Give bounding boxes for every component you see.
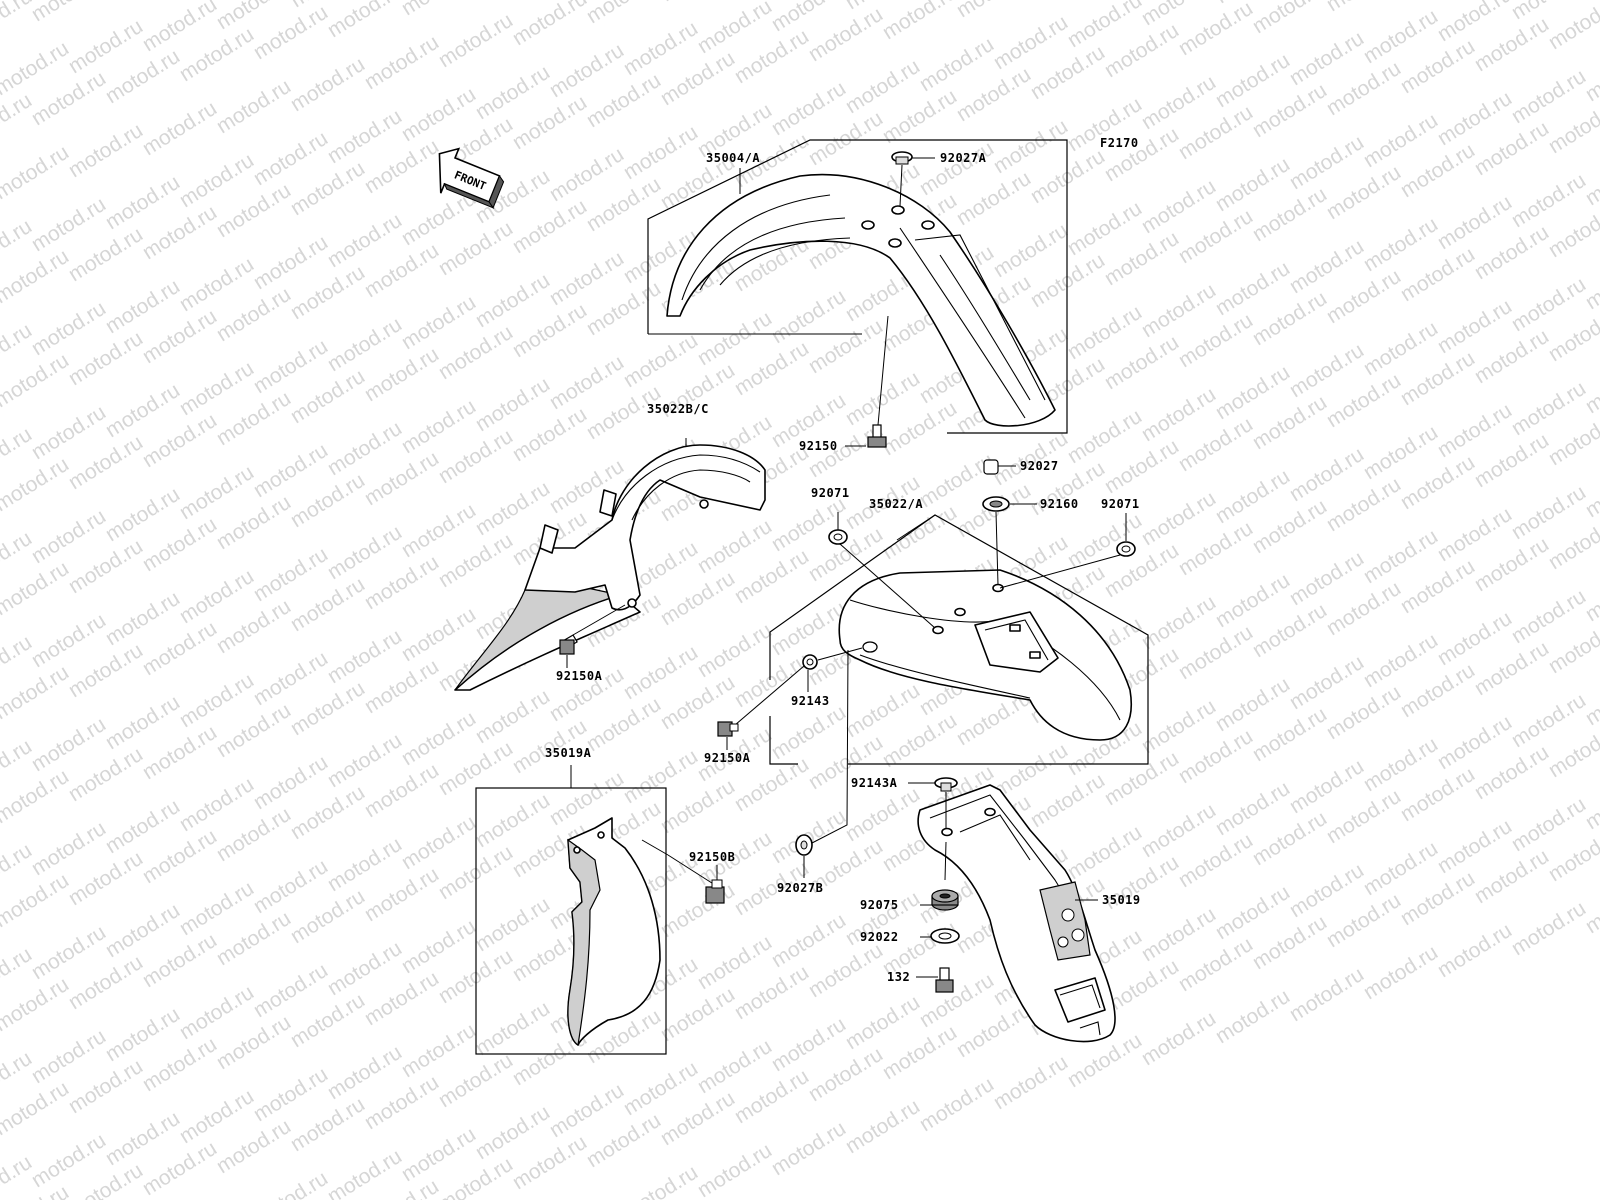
watermark-text: motod.ru xyxy=(915,1073,997,1136)
watermark-text: motod.ru xyxy=(1174,0,1256,60)
front-fender-35004a xyxy=(647,139,1068,448)
watermark-text: motod.ru xyxy=(0,765,73,828)
watermark-text: motod.ru xyxy=(1211,985,1293,1048)
label-35019: 35019 xyxy=(1102,893,1141,907)
watermark-text: motod.ru xyxy=(1581,43,1600,106)
watermark-text: motod.ru xyxy=(1248,0,1330,38)
watermark-text: motod.ru xyxy=(878,0,960,44)
watermark-text: motod.ru xyxy=(0,349,73,412)
watermark-text: motod.ru xyxy=(1507,897,1589,960)
label-92027: 92027 xyxy=(1020,459,1059,473)
watermark-text: motod.ru xyxy=(1137,1007,1219,1070)
watermark-text: motod.ru xyxy=(0,1077,73,1140)
watermark-text: motod.ru xyxy=(1581,251,1600,314)
label-35019a: 35019A xyxy=(545,746,592,760)
watermark-text: motod.ru xyxy=(0,245,73,308)
watermark-text: motod.ru xyxy=(212,75,294,138)
watermark-text: motod.ru xyxy=(1544,0,1600,54)
label-92160: 92160 xyxy=(1040,497,1079,511)
watermark-text: motod.ru xyxy=(1581,771,1600,834)
rear-fender-35019 xyxy=(795,649,1116,1043)
watermark-text: motod.ru xyxy=(397,0,479,20)
watermark-text: motod.ru xyxy=(1581,147,1600,210)
label-92075: 92075 xyxy=(860,898,899,912)
label-92150a-mid: 92150A xyxy=(704,751,751,765)
watermark-text: motod.ru xyxy=(0,557,73,620)
bolt-92150a-mid-icon xyxy=(717,721,739,737)
label-92071-right: 92071 xyxy=(1101,497,1140,511)
watermark-text: motod.ru xyxy=(0,973,73,1036)
watermark-text: motod.ru xyxy=(1359,941,1441,1004)
watermark-text: motod.ru xyxy=(1581,563,1600,626)
watermark-text: motod.ru xyxy=(952,0,1034,22)
watermark-text: motod.ru xyxy=(1285,963,1367,1026)
watermark-text: motod.ru xyxy=(286,53,368,116)
bolt-132-icon xyxy=(935,967,954,993)
watermark-text: motod.ru xyxy=(1581,875,1600,938)
label-92150b: 92150B xyxy=(689,850,735,864)
watermark-text: motod.ru xyxy=(0,453,73,516)
watermark-text: motod.ru xyxy=(582,0,664,28)
watermark-text: motod.ru xyxy=(249,1167,331,1200)
rubber-damper-92075-icon xyxy=(931,889,959,911)
label-35022a: 35022/A xyxy=(869,497,923,511)
watermark-text: motod.ru xyxy=(656,0,738,6)
label-35022bc: 35022B/C xyxy=(647,402,709,416)
watermark-text: motod.ru xyxy=(693,1139,775,1200)
watermark-text: motod.ru xyxy=(989,1051,1071,1114)
watermark-text: motod.ru xyxy=(0,869,73,932)
label-92022: 92022 xyxy=(860,930,899,944)
label-92150: 92150 xyxy=(799,439,838,453)
label-132: 132 xyxy=(887,970,910,984)
label-92143a: 92143A xyxy=(851,776,898,790)
watermark-text: motod.ru xyxy=(0,661,73,724)
watermark-text: motod.ru xyxy=(1322,0,1404,16)
watermark-text: motod.ru xyxy=(434,9,516,72)
watermark-text: motod.ru xyxy=(841,1095,923,1158)
watermark-text: motod.ru xyxy=(27,0,109,26)
bolt-92150-icon xyxy=(867,424,887,448)
label-92071-left: 92071 xyxy=(811,486,850,500)
bolt-92150b-icon xyxy=(705,879,725,904)
watermark-text: motod.ru xyxy=(138,97,220,160)
watermark-text: motod.ru xyxy=(64,119,146,182)
watermark-text: motod.ru xyxy=(0,141,73,204)
watermark-text: motod.ru xyxy=(360,31,442,94)
diagram-code: F2170 xyxy=(1100,136,1139,150)
mud-flap-35019a xyxy=(475,765,725,1055)
watermark-text: motod.ru xyxy=(323,1145,405,1200)
label-92027a: 92027A xyxy=(940,151,987,165)
watermark-text: motod.ru xyxy=(101,0,183,4)
part-labels: 35004/A 92027A 92150 35022B/C 92027 9207… xyxy=(545,151,1141,984)
label-92150a-left: 92150A xyxy=(556,669,603,683)
front-arrow-icon: FRONT xyxy=(438,147,505,209)
label-35004a: 35004/A xyxy=(706,151,760,165)
watermark-text: motod.ru xyxy=(767,1117,849,1180)
watermark-text: motod.ru xyxy=(1433,919,1515,982)
watermark-text: motod.ru xyxy=(1581,459,1600,522)
watermark-text: motod.ru xyxy=(619,1161,701,1200)
watermark-text: motod.ru xyxy=(323,0,405,42)
rear-fender-35022a xyxy=(717,459,1149,765)
label-92027b: 92027B xyxy=(777,881,823,895)
label-92143: 92143 xyxy=(791,694,830,708)
watermark-text: motod.ru xyxy=(1581,355,1600,418)
bolt-92150a-left-icon xyxy=(559,634,578,655)
inner-fender-35022bc xyxy=(454,438,766,691)
watermark-text: motod.ru xyxy=(508,0,590,50)
watermark-text: motod.ru xyxy=(1581,667,1600,730)
